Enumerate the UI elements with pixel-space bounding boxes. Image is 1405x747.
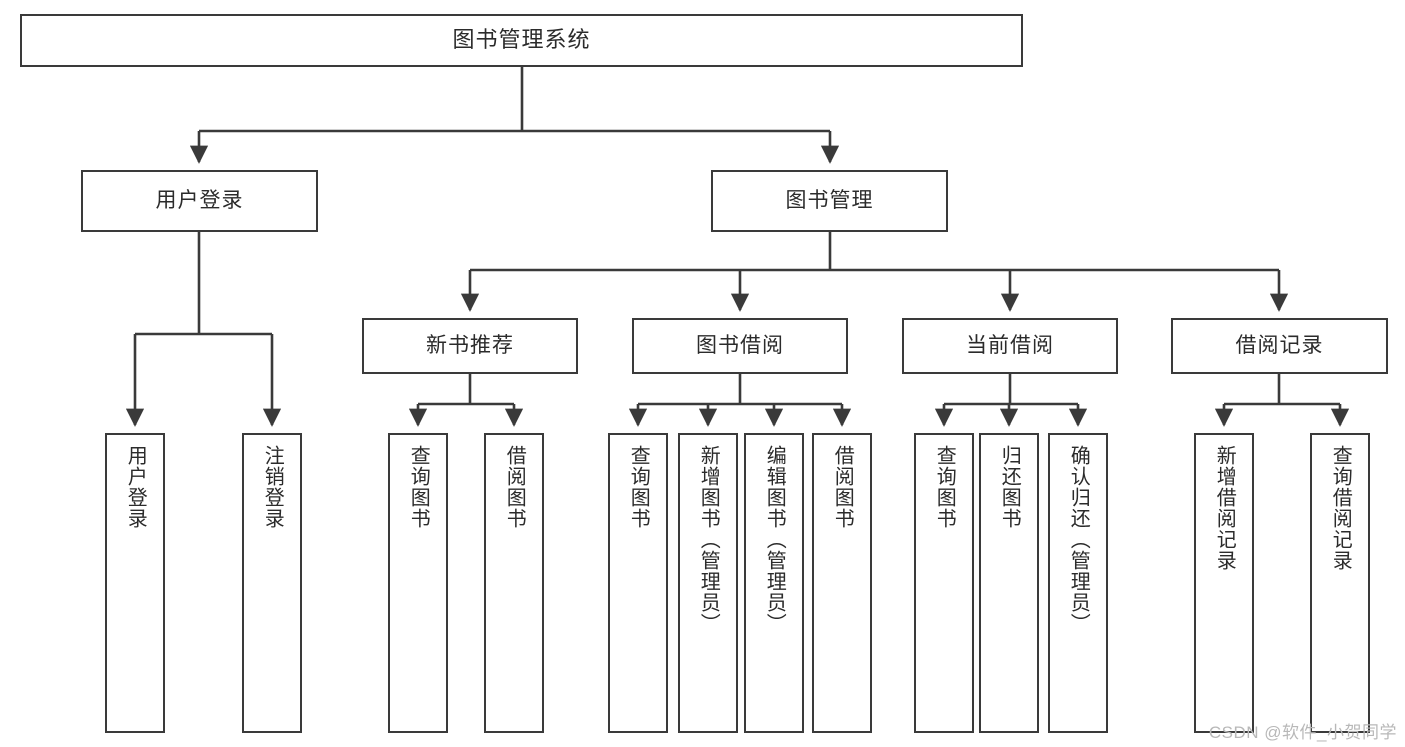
node-leaf-edit-book-label: 编辑图书（管理员）	[763, 445, 786, 634]
node-user-login-label: 用户登录	[155, 189, 244, 213]
node-leaf-logout[interactable]: 注销登录	[242, 433, 302, 733]
node-book-borrow-label: 图书借阅	[696, 334, 784, 358]
node-book-borrow[interactable]: 图书借阅	[632, 318, 848, 374]
node-current-borrow[interactable]: 当前借阅	[902, 318, 1118, 374]
node-leaf-borrow-book-2[interactable]: 借阅图书	[812, 433, 872, 733]
node-leaf-query-record-label: 查询借阅记录	[1329, 445, 1352, 571]
node-leaf-confirm-return[interactable]: 确认归还（管理员）	[1048, 433, 1108, 733]
node-leaf-logout-label: 注销登录	[261, 445, 284, 529]
node-leaf-query-book-3-label: 查询图书	[933, 445, 956, 529]
node-leaf-query-book-2-label: 查询图书	[627, 445, 650, 529]
node-leaf-borrow-book-2-label: 借阅图书	[831, 445, 854, 529]
node-root[interactable]: 图书管理系统	[20, 14, 1023, 67]
node-leaf-borrow-book-1[interactable]: 借阅图书	[484, 433, 544, 733]
node-leaf-user-login-label: 用户登录	[124, 445, 147, 529]
node-leaf-user-login[interactable]: 用户登录	[105, 433, 165, 733]
node-leaf-return-book-label: 归还图书	[998, 445, 1021, 529]
node-leaf-query-record[interactable]: 查询借阅记录	[1310, 433, 1370, 733]
node-user-login[interactable]: 用户登录	[81, 170, 318, 232]
node-borrow-record-label: 借阅记录	[1235, 334, 1324, 358]
node-leaf-add-record[interactable]: 新增借阅记录	[1194, 433, 1254, 733]
node-leaf-edit-book[interactable]: 编辑图书（管理员）	[744, 433, 804, 733]
node-leaf-add-book[interactable]: 新增图书（管理员）	[678, 433, 738, 733]
node-leaf-add-book-label: 新增图书（管理员）	[697, 445, 720, 634]
node-root-label: 图书管理系统	[452, 27, 591, 53]
node-leaf-borrow-book-1-label: 借阅图书	[503, 445, 526, 529]
node-leaf-return-book[interactable]: 归还图书	[979, 433, 1039, 733]
watermark: CSDN @软件_小贺同学	[1208, 723, 1397, 742]
node-new-book-rec[interactable]: 新书推荐	[362, 318, 578, 374]
node-borrow-record[interactable]: 借阅记录	[1171, 318, 1388, 374]
node-leaf-add-record-label: 新增借阅记录	[1213, 445, 1236, 571]
node-leaf-query-book-3[interactable]: 查询图书	[914, 433, 974, 733]
node-book-manage[interactable]: 图书管理	[711, 170, 948, 232]
node-leaf-confirm-return-label: 确认归还（管理员）	[1067, 445, 1090, 634]
node-new-book-rec-label: 新书推荐	[426, 334, 514, 358]
node-leaf-query-book-2[interactable]: 查询图书	[608, 433, 668, 733]
node-book-manage-label: 图书管理	[785, 189, 874, 213]
node-leaf-query-book-1[interactable]: 查询图书	[388, 433, 448, 733]
node-leaf-query-book-1-label: 查询图书	[407, 445, 430, 529]
node-current-borrow-label: 当前借阅	[966, 334, 1054, 358]
